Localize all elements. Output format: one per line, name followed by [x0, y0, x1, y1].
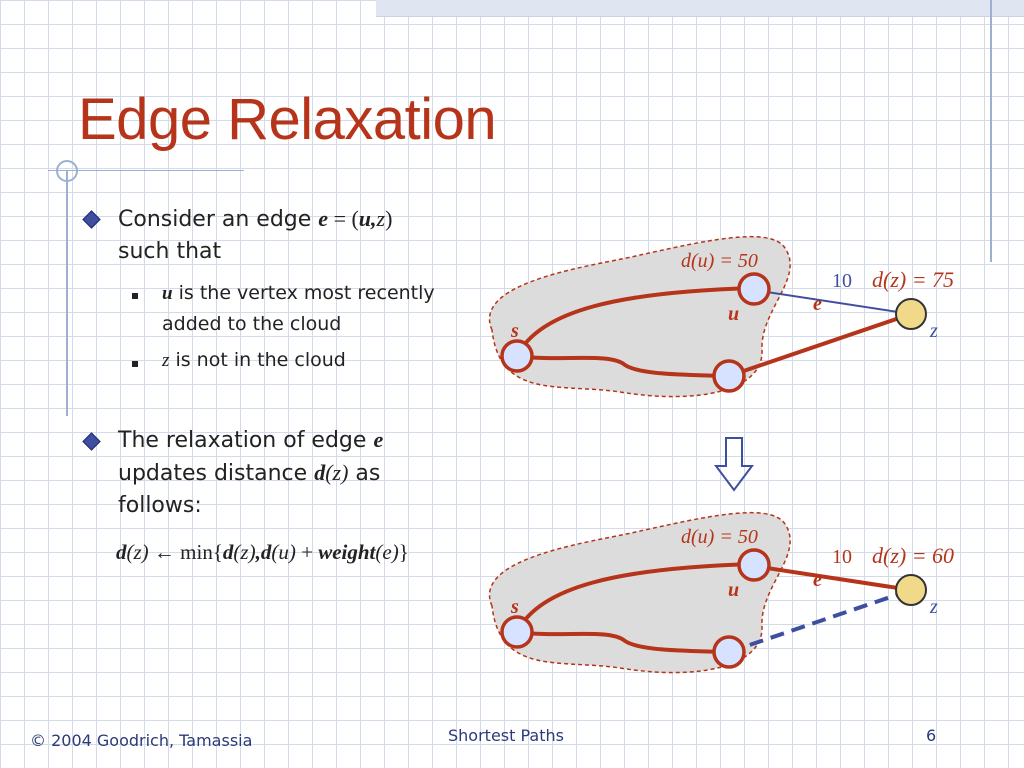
- label-s-top: s: [510, 320, 519, 342]
- bullet-2: The relaxation of edge e updates distanc…: [118, 427, 384, 518]
- label-dz-bottom: d(z) = 60: [872, 543, 954, 568]
- edge-x-z-top: [728, 312, 912, 378]
- edge-x-z-bottom: [728, 588, 912, 654]
- node-x-bottom: [712, 635, 746, 669]
- label-u-bottom: u: [728, 579, 739, 601]
- node-s-bottom: [500, 615, 534, 649]
- edge-u-z-bottom: [753, 564, 912, 592]
- label-weight-bottom: 10: [832, 546, 852, 568]
- label-dz-top: d(z) = 75: [872, 267, 954, 292]
- node-u-bottom: [737, 548, 771, 582]
- sub-bullet-icon: [132, 293, 138, 299]
- edge-s-x-top: [516, 354, 730, 378]
- label-s-bottom: s: [510, 596, 519, 618]
- sub-bullet-1: u is the vertex most recently added to t…: [162, 282, 435, 335]
- label-z-bottom: z: [929, 596, 938, 618]
- label-u-top: u: [728, 303, 739, 325]
- relaxation-formula: d(z) ← min{d(z),d(u) + weight(e)}: [116, 540, 409, 564]
- node-z-bottom: [895, 574, 927, 606]
- edge-s-u-top: [515, 286, 755, 357]
- node-u-top: [737, 272, 771, 306]
- footer-title: Shortest Paths: [448, 726, 564, 745]
- double-down-arrow-icon: [714, 437, 754, 492]
- sub-bullet-2: z is not in the cloud: [162, 349, 346, 371]
- diagram-top: d(u) = 50 d(z) = 75 10 e s u z: [488, 235, 954, 398]
- label-du-bottom: d(u) = 50: [681, 526, 758, 548]
- decor-circle: [56, 160, 78, 182]
- label-z-top: z: [929, 320, 938, 342]
- slide-title: Edge Relaxation: [78, 87, 497, 152]
- bullet-1: Consider an edge e = (u,z) such that: [118, 206, 393, 264]
- label-du-top: d(u) = 50: [681, 250, 758, 272]
- edge-u-z-top: [753, 289, 912, 315]
- footer-copyright: © 2004 Goodrich, Tamassia: [30, 731, 253, 750]
- right-decor-line: [990, 0, 992, 262]
- title-underline: [48, 170, 244, 171]
- node-s-top: [500, 339, 534, 373]
- top-decor-bar: [376, 0, 1024, 17]
- sub-bullet-icon: [132, 361, 138, 367]
- label-weight-top: 10: [832, 270, 852, 292]
- diagram-bottom: d(u) = 50 d(z) = 60 10 e s u z: [488, 511, 954, 674]
- left-decor-line: [66, 170, 68, 416]
- node-x-top: [712, 359, 746, 393]
- node-z-top: [895, 298, 927, 330]
- page-number: 6: [926, 726, 937, 745]
- edge-s-x-bottom: [516, 630, 730, 654]
- label-e-bottom: e: [813, 569, 822, 591]
- edge-s-u-bottom: [515, 562, 755, 633]
- label-e-top: e: [813, 293, 822, 315]
